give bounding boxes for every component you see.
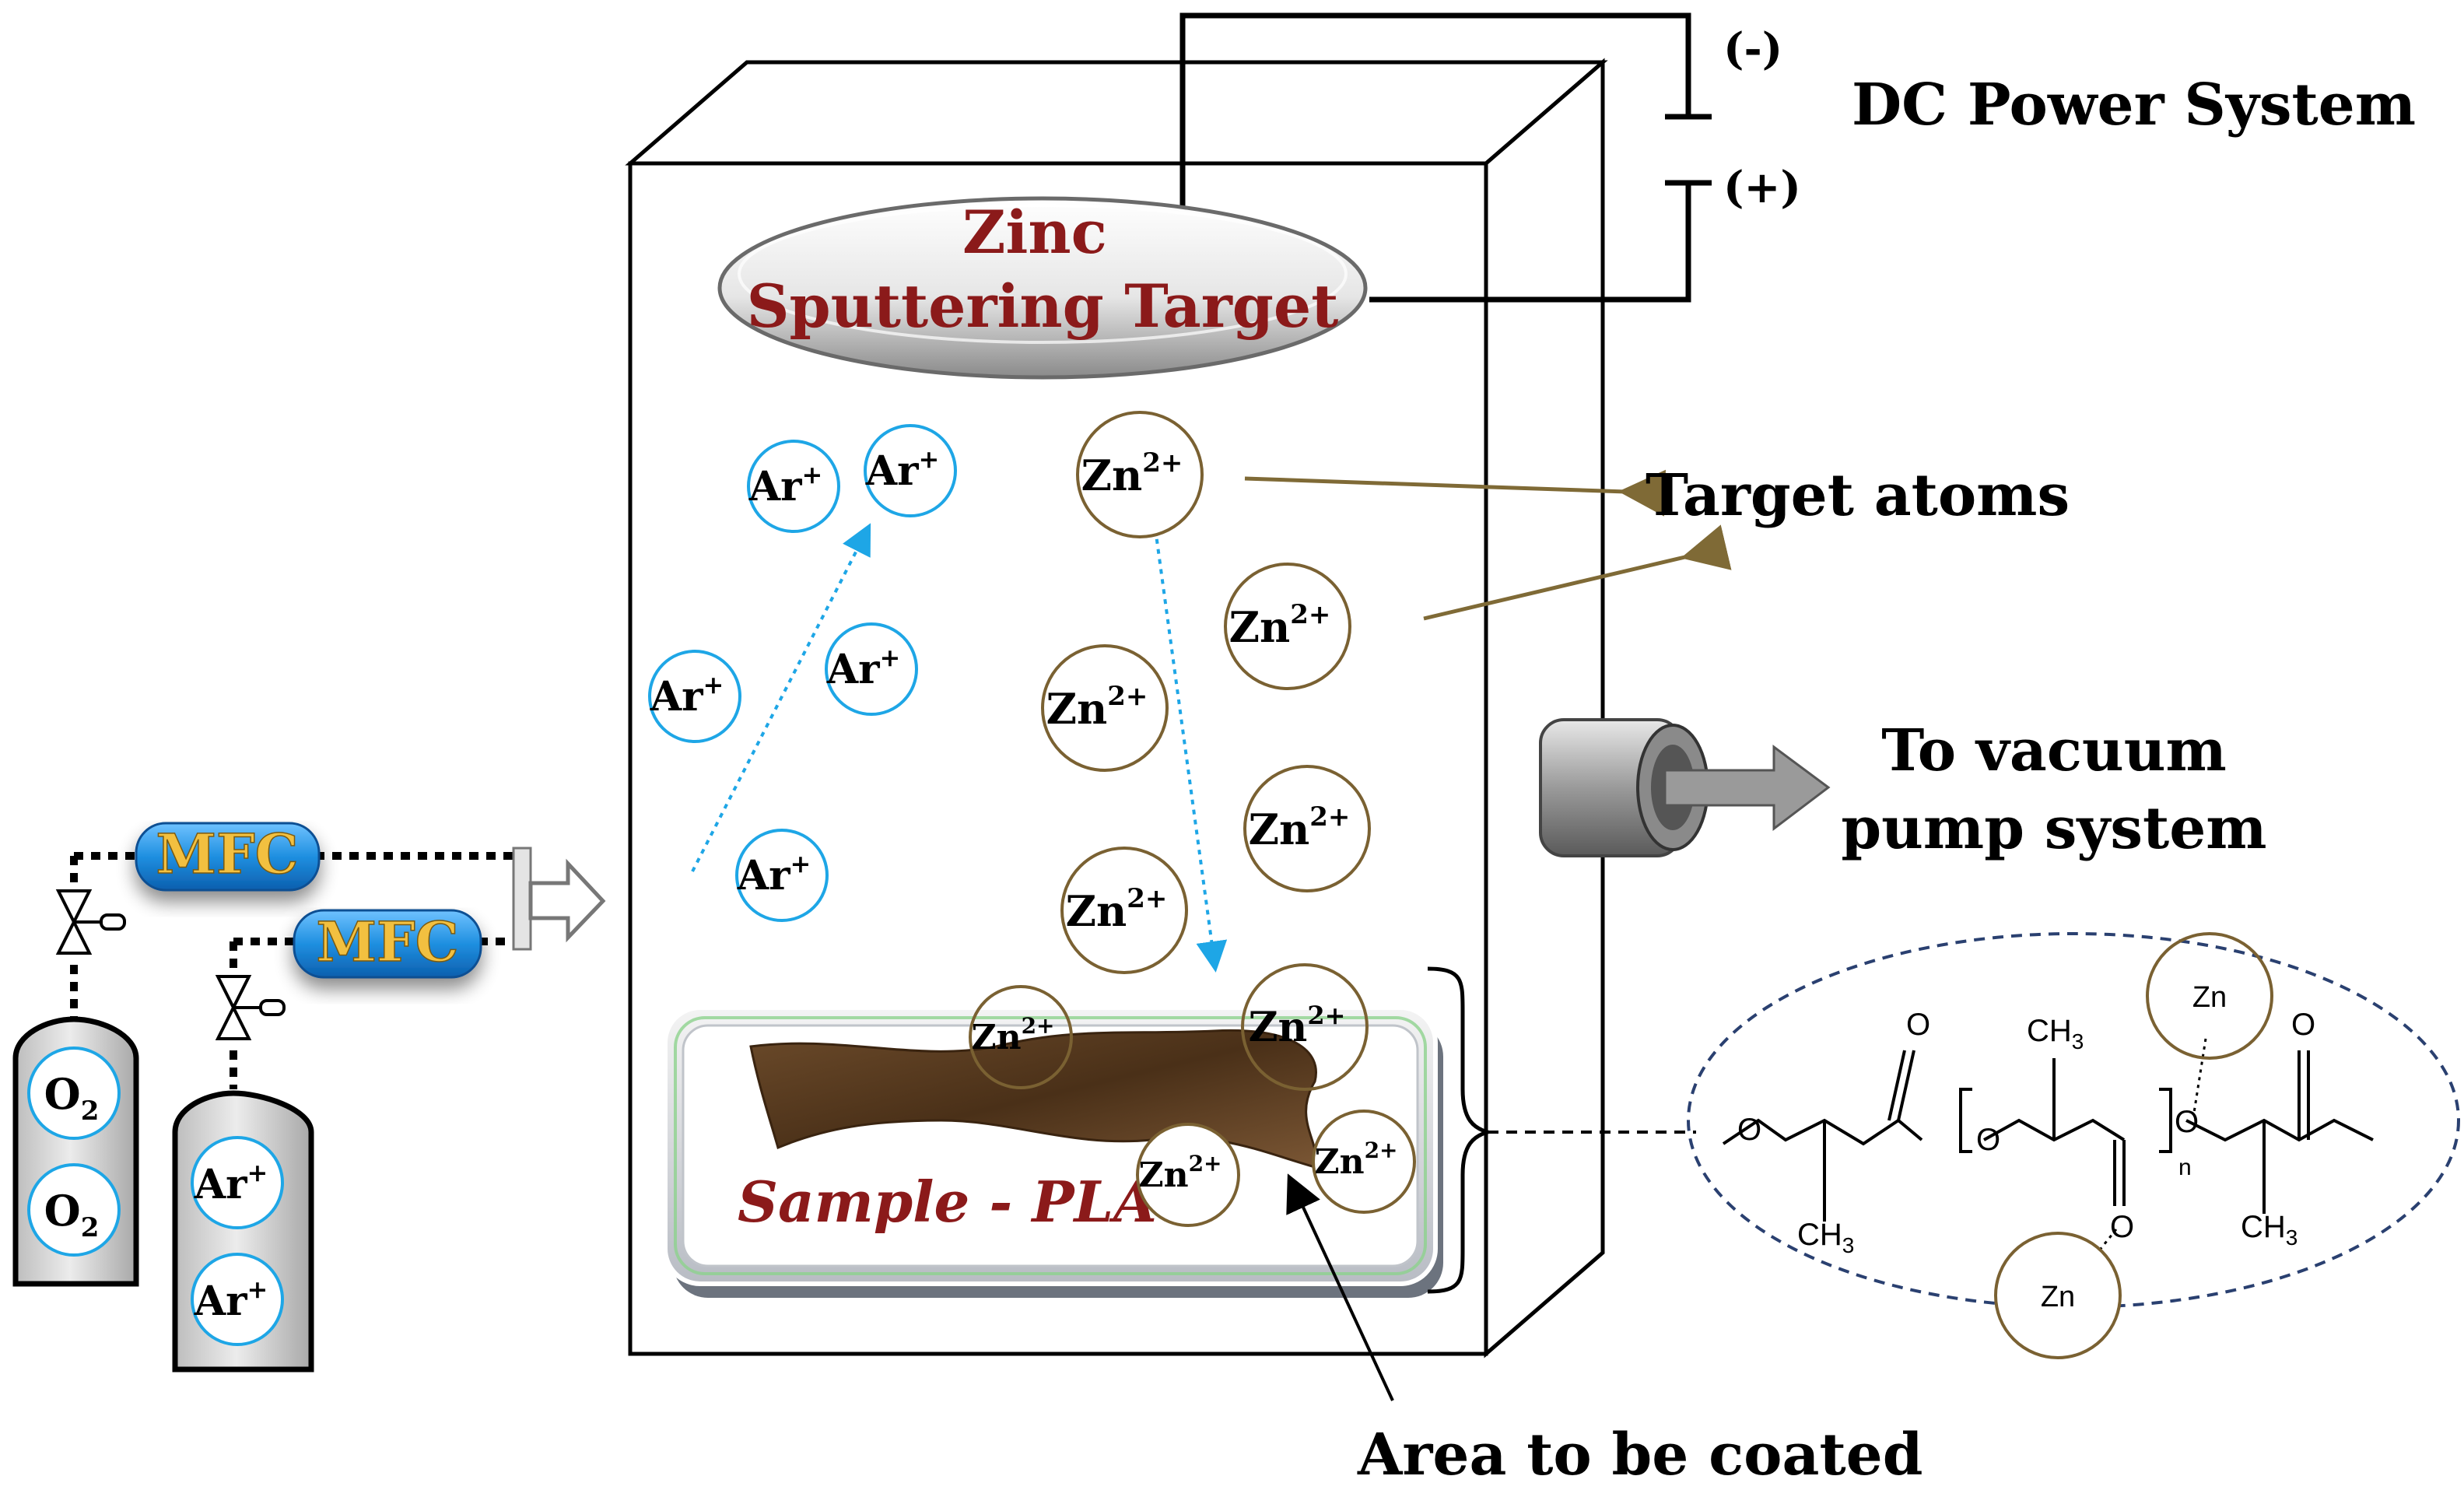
- zn-ion: Zn2+: [1136, 1123, 1240, 1227]
- svg-text:Zn2+: Zn2+: [1046, 681, 1148, 734]
- minus-terminal-label: (-): [1723, 23, 1782, 75]
- svg-text:O: O: [2291, 1008, 2315, 1042]
- svg-text:Zn: Zn: [2192, 981, 2227, 1014]
- svg-text:CH3: CH3: [1797, 1218, 1854, 1257]
- sputtering-target-label: Sputtering Target: [747, 272, 1339, 341]
- svg-text:O2: O2: [44, 1186, 100, 1243]
- ar-ion: Ar+: [825, 622, 918, 716]
- gas-inlet: [512, 847, 606, 951]
- vacuum-port: [1539, 718, 1831, 857]
- target-atoms-arrow-2: [1423, 524, 1732, 621]
- svg-text:Ar+: Ar+: [194, 1158, 268, 1208]
- valve-ar: [215, 975, 286, 1040]
- svg-text:Zn2+: Zn2+: [971, 1013, 1054, 1057]
- ar-ion: Ar+: [864, 424, 957, 517]
- svg-text:Ar+: Ar+: [737, 849, 811, 899]
- zn-atom: Zn: [1994, 1232, 2122, 1359]
- valve-o2: [55, 889, 126, 955]
- zn-ion: Zn2+: [1312, 1110, 1416, 1214]
- svg-text:O: O: [2110, 1210, 2134, 1244]
- svg-text:Zn2+: Zn2+: [1249, 1001, 1346, 1051]
- mfc-o2: [135, 822, 321, 892]
- zn-ion: Zn2+: [969, 985, 1073, 1089]
- mfc-ar-label: MFC: [317, 910, 459, 974]
- zn-ion: Zn2+: [1243, 765, 1371, 892]
- svg-text:Ar+: Ar+: [865, 444, 940, 495]
- zn-ion: Zn2+: [1060, 847, 1188, 974]
- zn-atom: Zn: [2146, 932, 2273, 1060]
- svg-text:Zn: Zn: [2041, 1281, 2075, 1313]
- target-atoms-arrow-1: [1244, 469, 1667, 517]
- gas-supply-lines: [70, 852, 513, 1089]
- svg-text:n: n: [2178, 1155, 2192, 1180]
- svg-text:Ar+: Ar+: [826, 643, 901, 693]
- svg-text:Ar+: Ar+: [194, 1274, 268, 1325]
- zinc-label: Zinc: [962, 198, 1107, 267]
- svg-text:O: O: [1906, 1008, 1930, 1042]
- zn-ion: Zn2+: [1241, 963, 1369, 1091]
- dc-power-system-label: DC Power System: [1852, 72, 2416, 138]
- zn-ion: Zn2+: [1041, 644, 1169, 772]
- svg-text:O: O: [1737, 1113, 1761, 1147]
- o2-gas-tank: O2 O2: [12, 1016, 139, 1287]
- svg-text:CH3: CH3: [2241, 1210, 2298, 1250]
- zn-ion: Zn2+: [1076, 411, 1204, 538]
- svg-text:O: O: [1976, 1123, 2000, 1157]
- to-vacuum-label-line1: To vacuum: [1881, 717, 2227, 784]
- pla-zn-structure-ellipse: [1687, 932, 2460, 1309]
- pla-zn-structure: [1722, 1038, 2374, 1269]
- svg-text:Ar+: Ar+: [650, 670, 724, 720]
- sample-pla-label: Sample - PLA: [738, 1169, 1157, 1235]
- svg-text:CH3: CH3: [2027, 1014, 2084, 1054]
- svg-text:Zn2+: Zn2+: [1066, 883, 1168, 936]
- ar-gas-tank: Ar+ Ar+: [172, 1090, 314, 1373]
- svg-text:Zn2+: Zn2+: [1138, 1151, 1221, 1195]
- ar-ion: Ar+: [648, 650, 741, 743]
- ar-ions: Ar+ Ar+ Ar+ Ar+ Ar+: [648, 424, 957, 922]
- area-to-be-coated-arrow: [1286, 1173, 1394, 1401]
- ar-ion: Ar+: [735, 829, 829, 922]
- svg-text:Zn2+: Zn2+: [1081, 447, 1183, 500]
- svg-text:Zn2+: Zn2+: [1249, 801, 1351, 854]
- svg-text:Zn2+: Zn2+: [1314, 1138, 1397, 1182]
- zn-atoms-in-structure: Zn Zn: [1994, 932, 2273, 1359]
- area-to-be-coated-label: Area to be coated: [1357, 1422, 1922, 1488]
- to-vacuum-label-line2: pump system: [1841, 795, 2266, 862]
- zn-ions: Zn2+ Zn2+ Zn2+ Zn2+ Zn2+: [1041, 411, 1371, 974]
- plus-terminal-label: (+): [1723, 162, 1801, 213]
- zn-ions-on-sample: Zn2+ Zn2+ Zn2+ Zn2+: [969, 963, 1416, 1227]
- mfc-ar: [293, 909, 482, 979]
- target-atoms-label: Target atoms: [1646, 462, 2070, 529]
- svg-text:Ar+: Ar+: [748, 460, 823, 510]
- ar-ion: Ar+: [747, 440, 840, 533]
- zn-trajectory-arrow: [1154, 528, 1228, 973]
- zn-ion: Zn2+: [1224, 563, 1351, 690]
- svg-text:O: O: [2175, 1105, 2199, 1139]
- pla-zn-structure-labels: O O O CH3 CH3 O n O O CH3: [1737, 1008, 2315, 1257]
- dc-power-wiring: [1179, 12, 1712, 303]
- ar-trajectory-arrow: [691, 523, 871, 872]
- svg-text:Zn2+: Zn2+: [1229, 599, 1331, 652]
- zinc-sputtering-target: [717, 196, 1368, 380]
- svg-text:O2: O2: [44, 1069, 100, 1127]
- mfc-o2-label: MFC: [156, 822, 299, 886]
